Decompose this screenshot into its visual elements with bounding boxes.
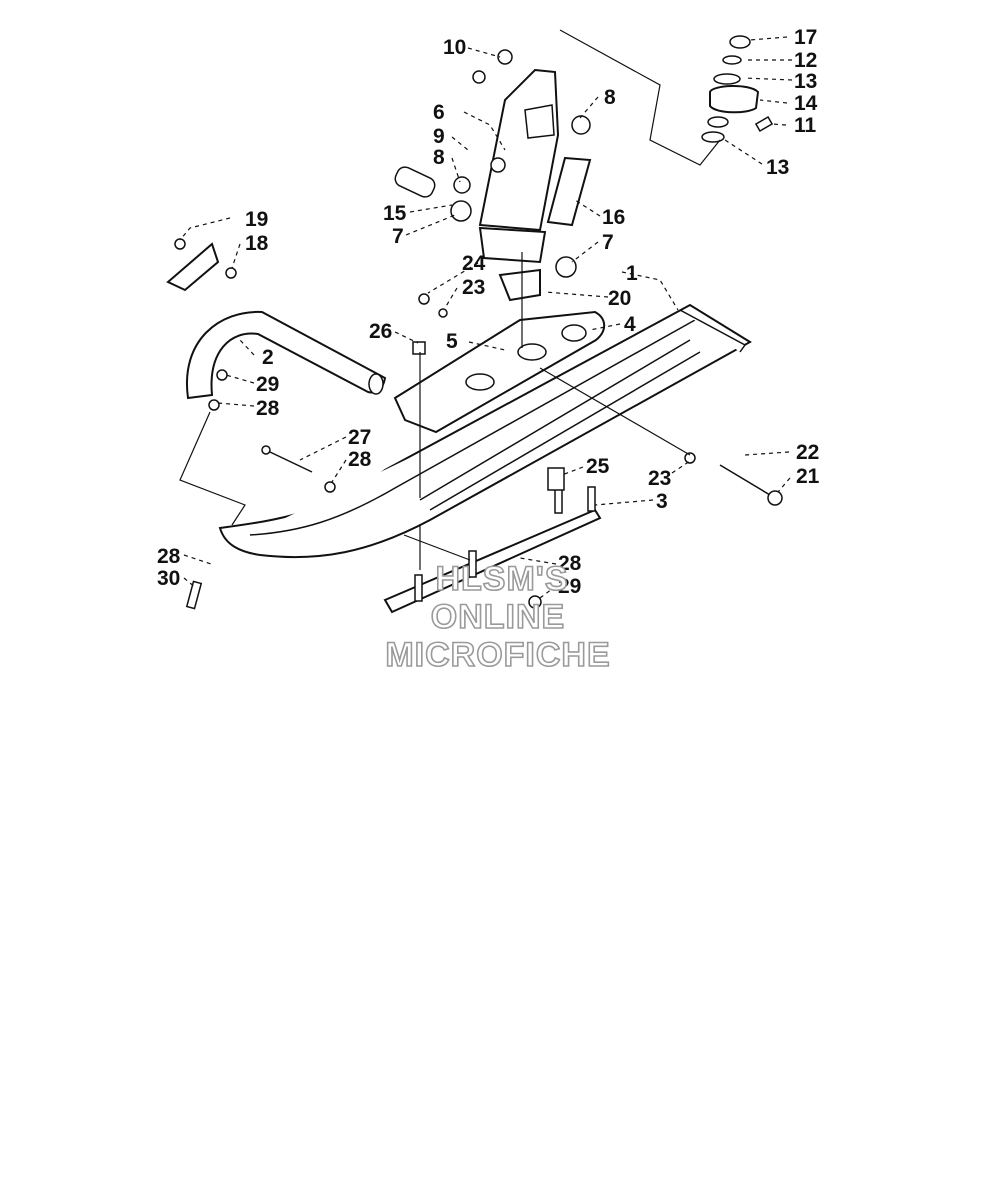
callout-25: 25 — [586, 455, 610, 478]
wear-bar-part — [383, 484, 602, 614]
callout-13-top: 13 — [794, 70, 817, 93]
callout-7-left: 7 — [392, 225, 404, 248]
callout-26: 26 — [369, 320, 392, 343]
spindle-part — [478, 68, 560, 264]
callout-6: 6 — [433, 101, 445, 124]
shock-bumper-part — [498, 268, 541, 302]
watermark-line-2: ONLINE — [431, 598, 565, 636]
callout-12: 12 — [794, 49, 817, 72]
callout-8-left: 8 — [433, 146, 445, 169]
clamp-stack-part — [701, 35, 774, 143]
callout-28-left: 28 — [256, 397, 280, 420]
saddle-part — [393, 310, 606, 434]
callout-10: 10 — [443, 36, 466, 59]
callout-13-bottom: 13 — [766, 156, 789, 179]
callout-8-right: 8 — [604, 86, 616, 109]
ski-part — [218, 303, 752, 559]
watermark-line-1: HLSM'S — [435, 560, 568, 598]
callout-2: 2 — [262, 346, 274, 369]
callout-1: 1 — [626, 262, 638, 285]
callout-24: 24 — [462, 252, 486, 275]
callout-15: 15 — [383, 202, 407, 225]
callout-14: 14 — [794, 92, 818, 115]
callout-19: 19 — [245, 208, 268, 231]
callout-20: 20 — [608, 287, 631, 310]
callout-27: 27 — [348, 426, 371, 449]
callout-17: 17 — [794, 26, 817, 49]
callout-3: 3 — [656, 490, 668, 513]
callout-28-bottom: 28 — [157, 545, 181, 568]
callout-23-top: 23 — [462, 276, 485, 299]
callout-21: 21 — [796, 465, 820, 488]
watermark: HLSM'S ONLINE MICROFICHE — [385, 559, 611, 675]
callout-22: 22 — [796, 441, 819, 464]
bolt-part — [684, 452, 783, 506]
callout-9: 9 — [433, 125, 445, 148]
callout-28-mid: 28 — [348, 448, 372, 471]
callout-28-right: 28 — [558, 552, 582, 575]
callout-11: 11 — [794, 114, 817, 137]
callout-29-left: 29 — [256, 373, 279, 396]
bushing-parts — [394, 49, 591, 278]
watermark-line-3: MICROFICHE — [385, 636, 610, 674]
long-bolt-part — [261, 445, 336, 493]
bracket-part — [166, 238, 237, 292]
ski-loop-part — [185, 310, 387, 400]
wear-pad-part — [546, 156, 592, 227]
callout-30: 30 — [157, 567, 180, 590]
fastener-parts — [185, 293, 565, 610]
callout-29-right: 29 — [558, 575, 581, 598]
callout-18: 18 — [245, 232, 269, 255]
leader-lines — [179, 29, 793, 599]
callout-4: 4 — [624, 313, 636, 336]
callout-23-right: 23 — [648, 467, 671, 490]
callout-labels: 10 6 9 8 8 15 7 16 7 19 18 24 23 20 1 4 … — [157, 26, 820, 598]
callout-7-right: 7 — [602, 231, 614, 254]
callout-16: 16 — [602, 206, 625, 229]
callout-5: 5 — [446, 330, 458, 353]
